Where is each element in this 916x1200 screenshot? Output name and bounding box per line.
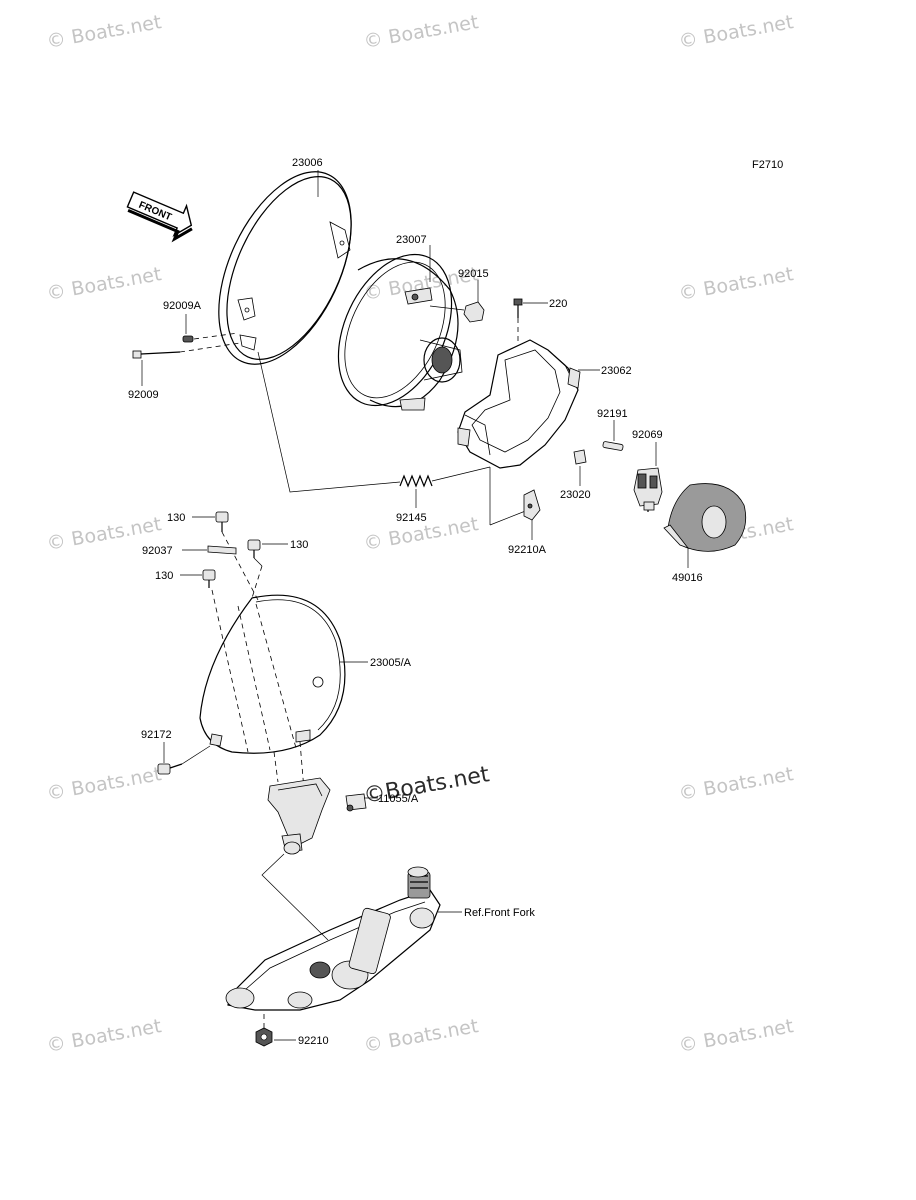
watermark: © Boats.net <box>45 1015 163 1057</box>
front-arrow-icon: FRONT <box>126 191 193 243</box>
watermark: © Boats.net <box>45 263 163 305</box>
watermark: © Boats.net <box>677 763 795 805</box>
screw-92009 <box>132 350 181 359</box>
spring-92145 <box>399 474 433 488</box>
watermark: © Boats.net <box>677 1015 795 1057</box>
watermark: © Boats.net <box>677 263 795 305</box>
part-label-23005a: 23005/A <box>370 657 412 669</box>
pin-92037 <box>207 545 237 555</box>
part-label-92037: 92037 <box>142 545 173 557</box>
watermark: © Boats.net <box>362 1015 480 1057</box>
boot-49016 <box>663 483 747 552</box>
nut-92015 <box>463 301 485 323</box>
part-label-49016: 49016 <box>672 572 703 584</box>
nut-92210 <box>255 1027 273 1047</box>
screw-92009a <box>182 335 194 343</box>
screw-92172 <box>157 763 183 775</box>
watermark: © Boats.net <box>677 11 795 53</box>
part-label-92210a: 92210A <box>508 544 547 556</box>
part-label-23020: 23020 <box>560 489 591 501</box>
part-label-92145: 92145 <box>396 512 427 524</box>
part-label-92069: 92069 <box>632 429 663 441</box>
stay-bracket <box>267 777 367 855</box>
watermark: © Boats.net <box>362 11 480 53</box>
bolt-130-left <box>202 569 216 588</box>
bracket-92210a <box>523 489 541 521</box>
headlight-cover <box>199 594 346 754</box>
headlight-bracket <box>457 339 581 469</box>
part-label-92210: 92210 <box>298 1035 329 1047</box>
watermark: © Boats.net <box>45 763 163 805</box>
bulb-92069 <box>633 467 663 512</box>
part-label-23007: 23007 <box>396 234 427 246</box>
ref-front-fork-label: Ref.Front Fork <box>464 907 535 919</box>
part-label-130-top: 130 <box>167 512 185 524</box>
part-label-92172: 92172 <box>141 729 172 741</box>
pin-92191 <box>602 441 624 451</box>
part-label-92191: 92191 <box>597 408 628 420</box>
figure-code: F2710 <box>752 159 783 171</box>
part-label-130-left: 130 <box>155 570 173 582</box>
part-label-130-right: 130 <box>290 539 308 551</box>
bolt-130-top <box>215 511 229 532</box>
part-label-220: 220 <box>549 298 567 310</box>
part-label-92009a: 92009A <box>163 300 202 312</box>
part-label-23006: 23006 <box>292 157 323 169</box>
part-label-23062: 23062 <box>601 365 632 377</box>
watermark: © Boats.net <box>45 11 163 53</box>
part-label-11055a: 11055/A <box>378 793 419 805</box>
headlight-unit <box>337 253 463 411</box>
headlight-rim <box>218 171 352 365</box>
screw-220 <box>513 298 523 318</box>
front-fork-clamp <box>225 866 441 1011</box>
bolt-130-right <box>247 539 261 558</box>
part-label-92009: 92009 <box>128 389 159 401</box>
part-label-92015: 92015 <box>458 268 489 280</box>
clip-23020 <box>573 449 587 465</box>
